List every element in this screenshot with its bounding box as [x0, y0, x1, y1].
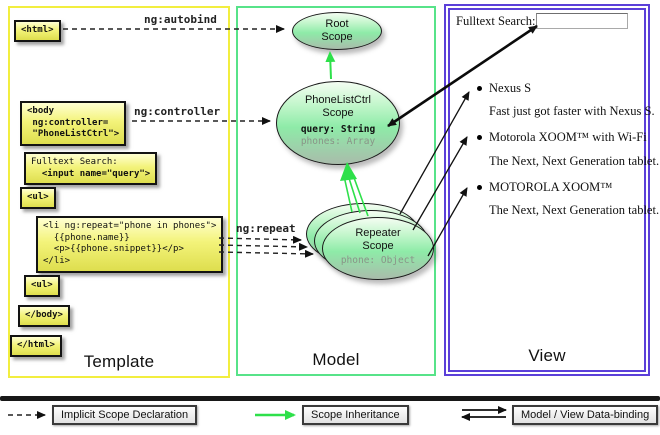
- code-line: <ul>: [31, 280, 53, 290]
- code-box-body-open: <body ng:controller= "PhoneListCtrl">: [20, 101, 127, 147]
- code-line: {{phone.name}}: [43, 232, 130, 243]
- controller-label: ng:controller: [134, 105, 221, 118]
- code-line: <html>: [21, 25, 54, 35]
- item-title: MOTOROLA XOOM™: [489, 180, 613, 194]
- legend-implicit-box: Implicit Scope Declaration: [52, 405, 198, 425]
- code-box-ul-open: <ul>: [20, 187, 56, 209]
- code-line: <input name="query">: [31, 168, 151, 179]
- item-desc: The Next, Next Generation tablet.: [489, 203, 660, 217]
- template-panel-label: Template: [83, 352, 155, 371]
- code-line: ng:controller=: [27, 117, 109, 128]
- code-box-ul-close: <ul>: [24, 275, 60, 297]
- code-line: <p>{{phone.snippet}}</p>: [43, 244, 184, 255]
- root-scope-ellipse: Root Scope: [292, 12, 382, 50]
- view-search-input[interactable]: [536, 13, 628, 29]
- legend-binding-box: Model / View Data-binding: [512, 405, 659, 425]
- phonelistctrl-scope-ellipse: PhoneListCtrl Scope query: String phones…: [276, 81, 400, 165]
- model-panel: Model: [236, 6, 436, 376]
- code-line: </html>: [17, 340, 55, 350]
- scope-title: Repeater: [355, 227, 401, 239]
- model-panel-label: Model: [312, 350, 360, 369]
- code-box-html-close: </html>: [10, 335, 62, 357]
- repeat-label: ng:repeat: [236, 222, 296, 235]
- code-box-fulltext: Fulltext Search: <input name="query">: [24, 152, 158, 186]
- view-panel-label: View: [528, 346, 566, 365]
- code-line: <body: [27, 106, 55, 116]
- code-box-html-open: <html>: [14, 20, 61, 42]
- code-line: <li ng:repeat="phone in phones">: [43, 221, 217, 231]
- scope-prop-query: query: String: [300, 124, 376, 136]
- scope-title: PhoneListCtrl: [304, 94, 372, 106]
- scope-prop-phone: phone: Object: [340, 255, 416, 267]
- code-line: </body>: [25, 310, 63, 320]
- scope-title: Scope: [362, 239, 394, 252]
- autobind-label: ng:autobind: [144, 13, 217, 26]
- code-line: "PhoneListCtrl">: [27, 129, 120, 140]
- bullet-icon: [477, 185, 482, 190]
- scope-prop-phones: phones: Array: [300, 136, 376, 148]
- code-box-li-repeat: <li ng:repeat="phone in phones"> {{phone…: [36, 216, 224, 273]
- item-desc: Fast just got faster with Nexus S.: [489, 104, 655, 118]
- item-title: Motorola XOOM™ with Wi-Fi: [489, 130, 647, 144]
- code-box-body-close: </body>: [18, 305, 70, 327]
- code-line: <ul>: [27, 192, 49, 202]
- item-title: Nexus S: [489, 81, 532, 95]
- item-desc: The Next, Next Generation tablet.: [489, 154, 660, 168]
- scope-title: Scope: [322, 106, 354, 119]
- bullet-icon: [477, 86, 482, 91]
- scope-title: Scope: [321, 30, 353, 43]
- code-line: </li>: [43, 256, 71, 267]
- scope-title: Root: [325, 18, 349, 30]
- code-line: Fulltext Search:: [31, 157, 118, 167]
- repeater-scope-ellipse: Repeater Scope phone: Object: [322, 217, 434, 280]
- legend-divider: [0, 396, 660, 401]
- view-search-label: Fulltext Search:: [456, 14, 536, 28]
- legend-inheritance-box: Scope Inheritance: [302, 405, 409, 425]
- bullet-icon: [477, 135, 482, 140]
- legend-double-arrow: [461, 406, 507, 421]
